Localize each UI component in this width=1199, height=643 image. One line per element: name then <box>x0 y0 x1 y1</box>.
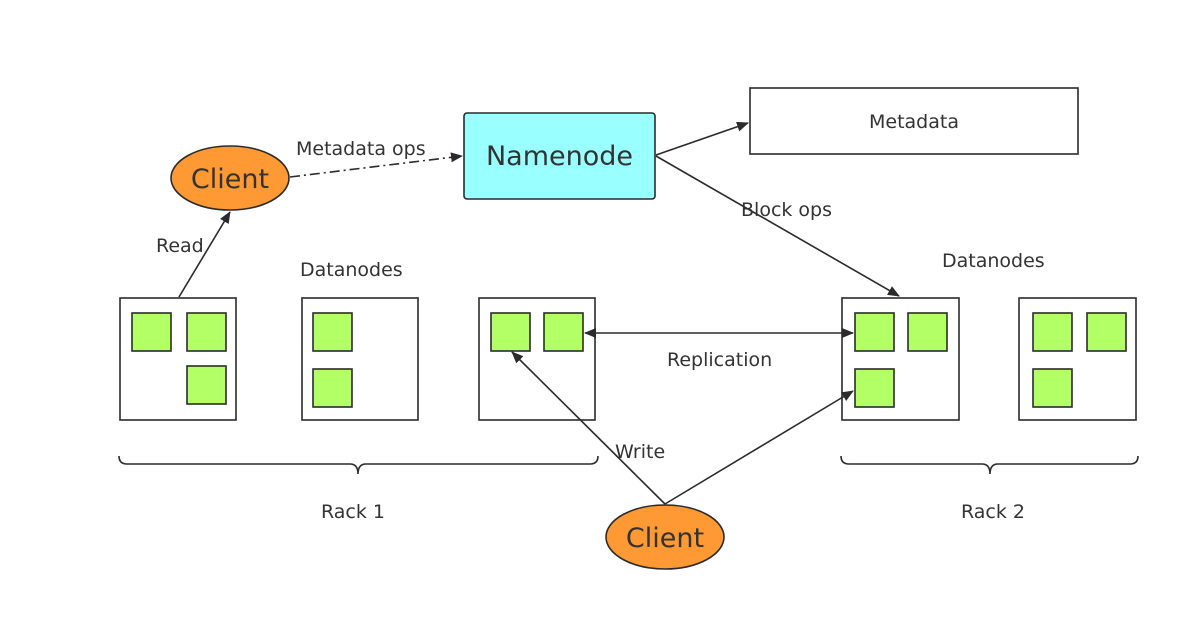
read-client-label: Client <box>191 164 269 195</box>
block-ops-arrow <box>655 155 900 297</box>
rack1-label: Rack 1 <box>321 501 385 523</box>
metadata-label: Metadata <box>869 111 959 133</box>
block <box>186 365 227 405</box>
block <box>1032 368 1073 408</box>
read-label: Read <box>156 235 204 257</box>
block <box>131 312 172 352</box>
read-client-ellipse <box>170 145 290 211</box>
datanode-5 <box>1018 297 1137 421</box>
datanodes-left-label: Datanodes <box>300 259 403 281</box>
datanode-4 <box>841 297 960 421</box>
block <box>490 312 531 352</box>
datanode-3 <box>478 297 596 421</box>
block <box>1032 312 1073 352</box>
block <box>186 312 227 352</box>
block <box>854 368 895 408</box>
write-client-label: Client <box>626 523 704 554</box>
block <box>1086 312 1127 352</box>
datanodes-right-label: Datanodes <box>942 250 1045 272</box>
block <box>312 312 353 352</box>
write-client-ellipse <box>605 504 725 570</box>
write-arrow-rack1 <box>511 351 666 505</box>
metadata-ops-label: Metadata ops <box>296 138 426 160</box>
read-arrow <box>178 211 231 298</box>
block <box>312 368 353 408</box>
namenode-node: Namenode <box>463 112 656 200</box>
rack2-brace <box>840 455 1139 475</box>
datanode-2 <box>301 297 419 421</box>
namenode-label: Namenode <box>486 141 633 172</box>
rack1-brace <box>118 455 599 475</box>
block-ops-label: Block ops <box>741 199 832 221</box>
rack2-label: Rack 2 <box>961 501 1025 523</box>
block <box>907 312 948 352</box>
metadata-node: Metadata <box>749 87 1079 155</box>
namenode-box <box>463 112 656 200</box>
write-label: Write <box>615 441 665 463</box>
write-client-node: Client <box>605 504 725 570</box>
namenode-to-metadata-arrow <box>655 121 749 156</box>
datanode-1 <box>119 297 237 421</box>
metadata-ops-arrow <box>289 152 463 178</box>
block <box>543 312 584 352</box>
read-client-node: Client <box>170 145 290 211</box>
block <box>854 312 895 352</box>
replication-label: Replication <box>667 349 772 371</box>
write-arrow-rack2 <box>664 390 854 505</box>
metadata-box <box>749 87 1079 155</box>
